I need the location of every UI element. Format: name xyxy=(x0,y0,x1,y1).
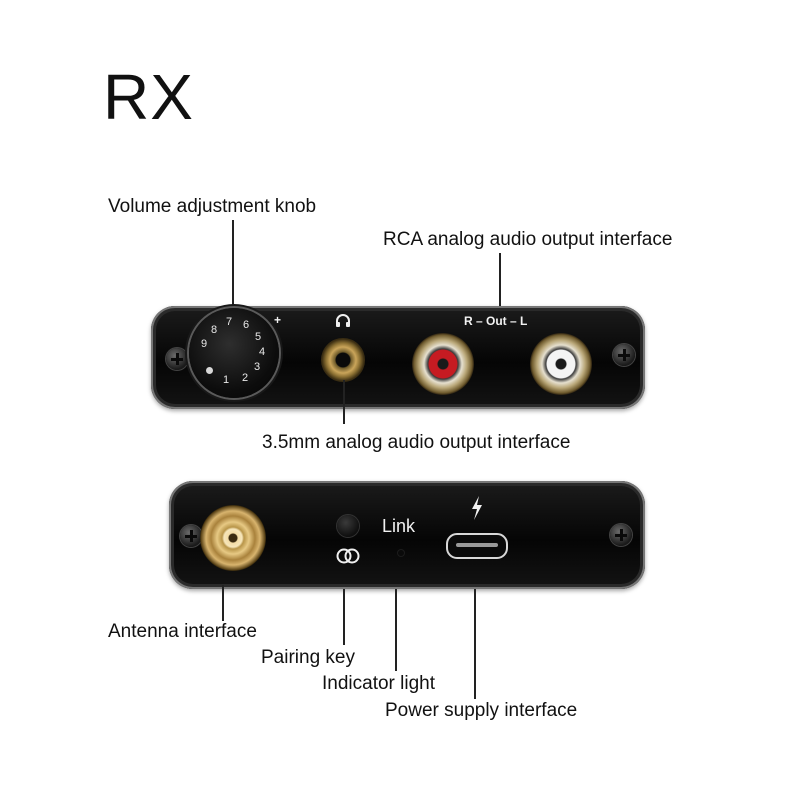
rca-left-jack[interactable] xyxy=(530,333,592,395)
pairing-key-leader xyxy=(343,589,345,645)
antenna-leader xyxy=(222,585,224,621)
volume-knob-callout: Volume adjustment knob xyxy=(108,196,317,217)
rca-out-label: R – Out – L xyxy=(464,314,528,328)
knob-number: 1 xyxy=(222,374,230,386)
knob-number: 5 xyxy=(254,331,262,343)
knob-number: 7 xyxy=(225,316,233,328)
lightning-bolt-icon xyxy=(472,496,482,520)
power-supply-callout: Power supply interface xyxy=(385,700,578,721)
pairing-button[interactable] xyxy=(337,515,359,537)
page-title: RX xyxy=(103,61,194,133)
volume-knob[interactable]: 1 2 3 4 5 6 7 8 9 xyxy=(189,308,279,398)
screw-icon xyxy=(166,348,188,370)
rca-right-jack[interactable] xyxy=(412,333,474,395)
usb-c-power-port[interactable] xyxy=(446,533,508,559)
knob-indicator-dot xyxy=(206,367,213,374)
screw-icon xyxy=(610,524,632,546)
power-supply-leader xyxy=(474,589,476,699)
volume-plus-label: + xyxy=(274,313,282,327)
rca-output-callout: RCA analog audio output interface xyxy=(383,229,673,250)
knob-number: 8 xyxy=(210,324,218,336)
knob-number: 6 xyxy=(242,319,250,331)
front-panel: 1 2 3 4 5 6 7 8 9 + R – Out – L xyxy=(151,306,645,409)
link-label: Link xyxy=(382,516,416,536)
link-rings-icon xyxy=(336,548,360,564)
volume-knob-leader xyxy=(232,220,234,320)
antenna-connector[interactable] xyxy=(200,505,266,571)
knob-number: 9 xyxy=(200,338,208,350)
jack-output-leader xyxy=(343,380,345,424)
rca-output-leader xyxy=(499,253,501,311)
indicator-led xyxy=(398,550,404,556)
indicator-light-leader xyxy=(395,589,397,671)
headphone-icon xyxy=(336,314,350,327)
headphone-jack[interactable] xyxy=(321,338,365,382)
jack-output-callout: 3.5mm analog audio output interface xyxy=(262,432,571,453)
knob-number: 2 xyxy=(241,372,249,384)
knob-number: 3 xyxy=(253,361,261,373)
knob-number: 4 xyxy=(258,346,266,358)
antenna-callout: Antenna interface xyxy=(108,621,257,642)
indicator-light-callout: Indicator light xyxy=(322,673,436,694)
back-panel: Link xyxy=(169,481,645,589)
screw-icon xyxy=(180,525,202,547)
pairing-key-callout: Pairing key xyxy=(261,647,355,668)
screw-icon xyxy=(613,344,635,366)
